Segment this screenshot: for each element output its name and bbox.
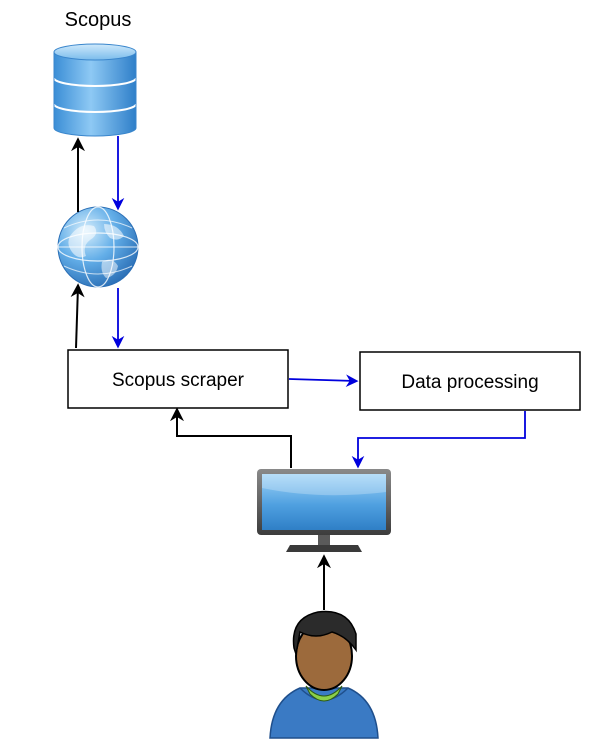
arrow-monitor-to-scraper [170,407,292,468]
monitor-icon [257,469,391,552]
scraper-label: Scopus scraper [112,370,245,391]
processing-node: Data processing [359,351,581,411]
globe-icon [57,206,139,288]
arrow-processing-to-monitor [351,411,526,469]
processing-label: Data processing [401,372,538,393]
scraper-node: Scopus scraper [67,349,289,409]
arrow-scraper-to-processing [288,374,359,387]
user-icon [269,610,379,739]
database-icon [53,43,137,137]
database-title: Scopus [65,9,132,31]
arrow-scraper-to-globe [70,283,85,349]
